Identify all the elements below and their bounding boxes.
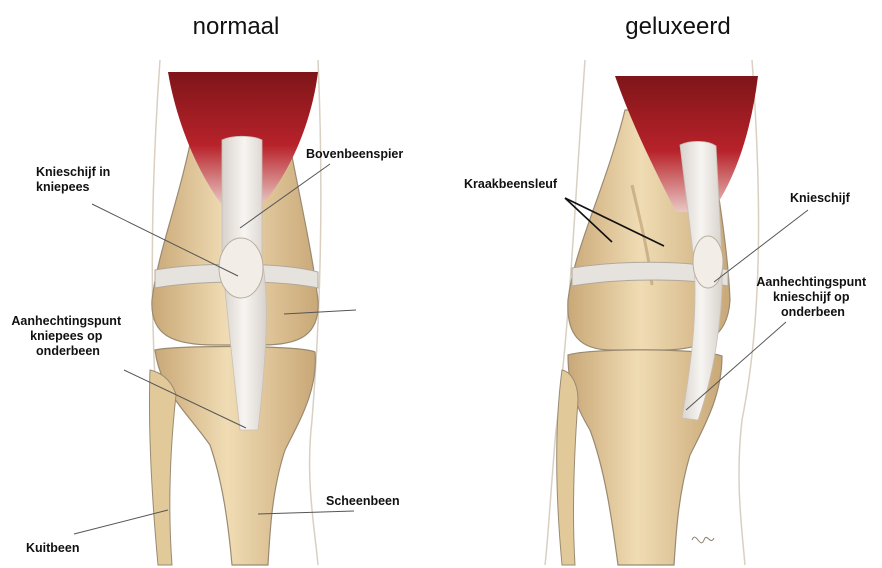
leader-knieschijf-right	[714, 210, 808, 282]
panel-title-luxated: geluxeerd	[625, 13, 730, 40]
fibula-right	[557, 370, 578, 565]
label-bovenbeenspier: Bovenbeenspier	[306, 147, 403, 161]
label-kuitbeen: Kuitbeen	[26, 541, 79, 555]
label-aanhechtingspunt-kniepees: Aanhechtingspunt kniepees op onderbeen	[11, 314, 124, 358]
normal-knee-illustration	[149, 60, 320, 565]
label-knieschijf-in-kniepees: Knieschijf in kniepees	[36, 165, 114, 194]
artist-signature	[692, 537, 714, 543]
fibula-left	[149, 370, 176, 565]
patella-right	[693, 236, 723, 288]
label-scheenbeen: Scheenbeen	[326, 494, 400, 508]
label-aanhechtingspunt-knieschijf: Aanhechtingspunt knieschijf op onderbeen	[756, 275, 869, 319]
label-knieschijf-right: Knieschijf	[790, 191, 851, 205]
panel-title-normal: normaal	[193, 13, 280, 40]
patella-left	[219, 238, 263, 298]
luxated-knee-illustration	[545, 60, 759, 565]
label-kraakbeensleuf: Kraakbeensleuf	[464, 177, 558, 191]
